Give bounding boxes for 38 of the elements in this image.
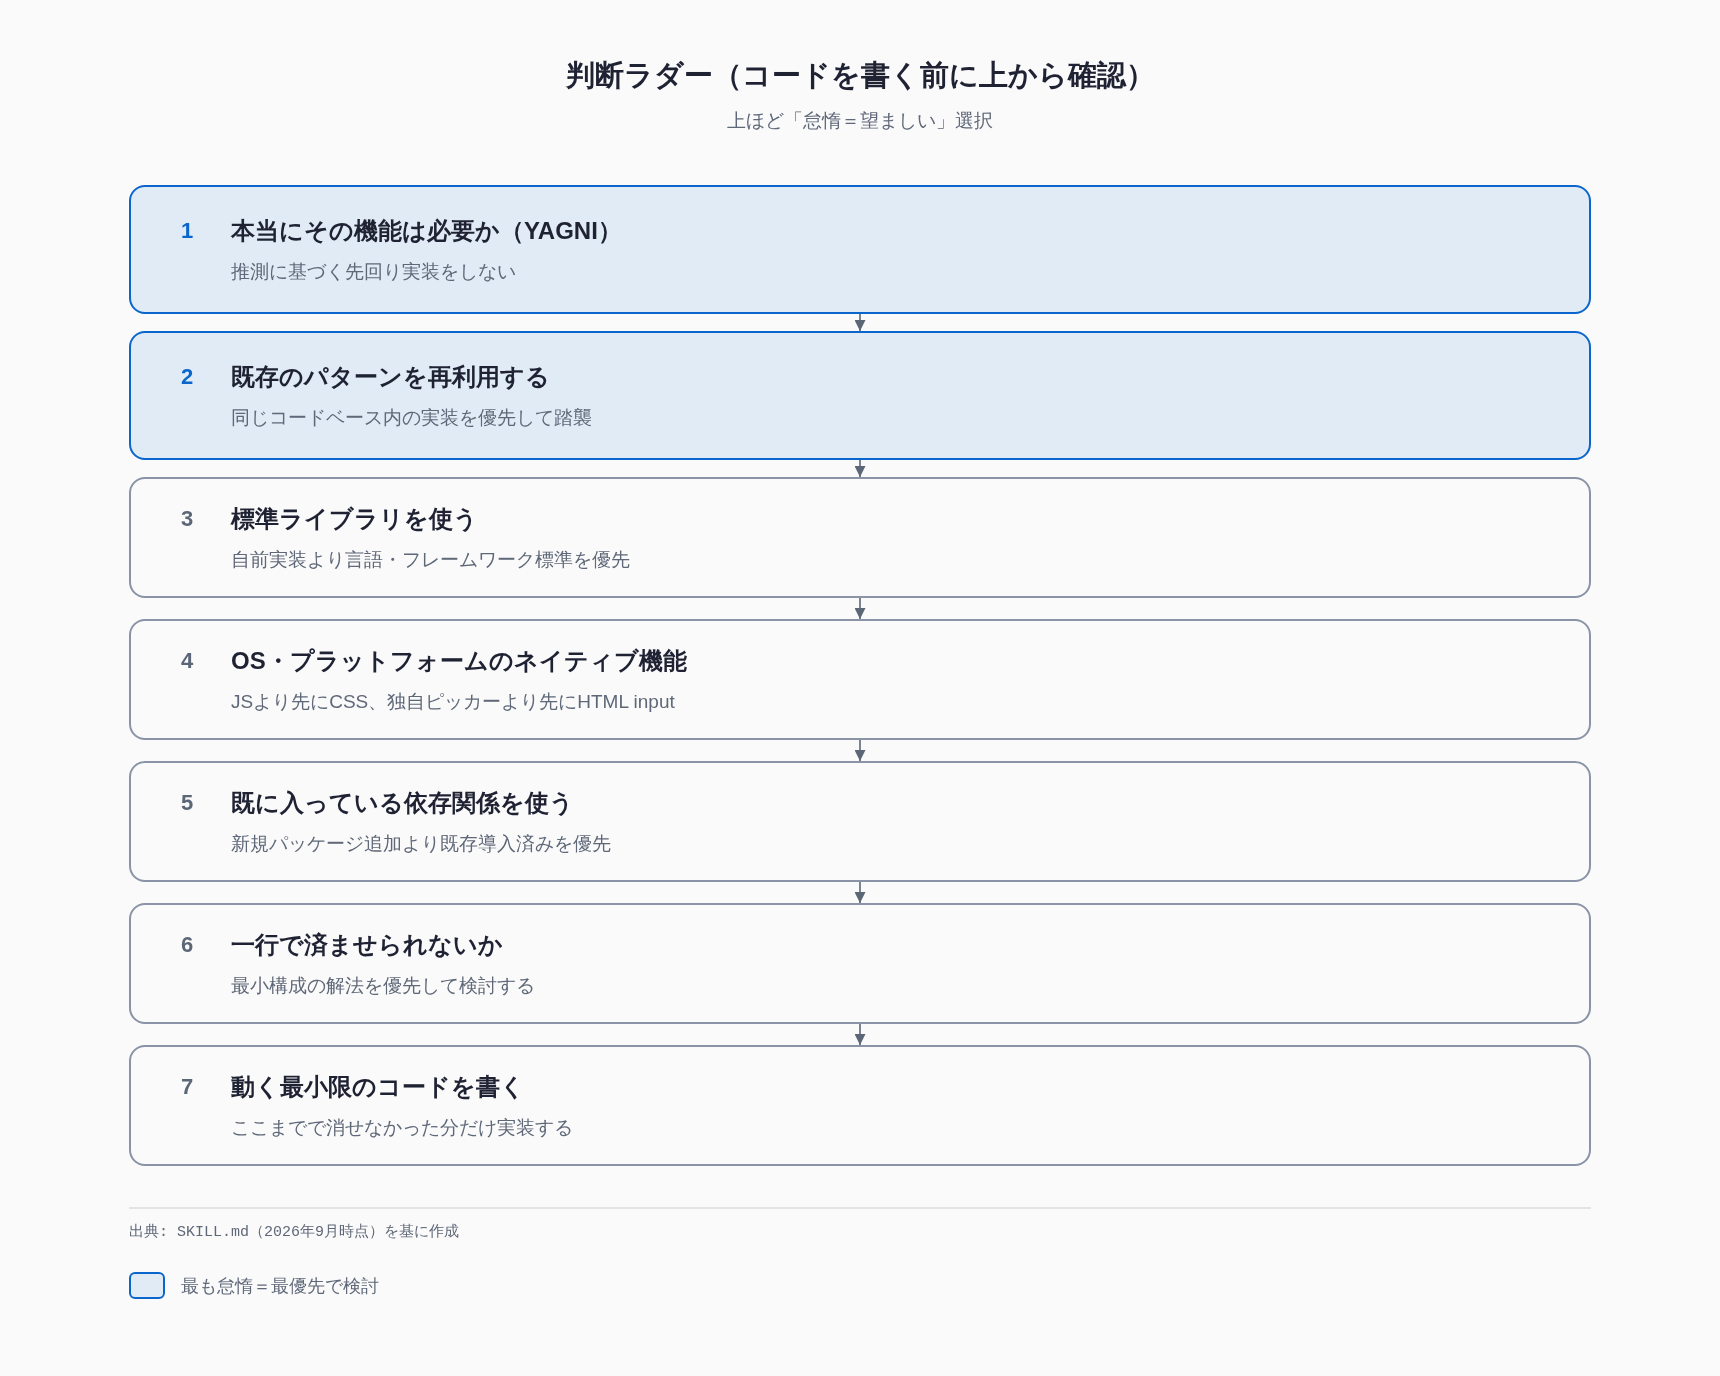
- step-number: 2: [181, 363, 194, 390]
- step-card: [129, 477, 1591, 598]
- step-title: OS・プラットフォームのネイティブ機能: [231, 645, 687, 676]
- arrow: [854, 597, 866, 620]
- step-title: 既存のパターンを再利用する: [231, 361, 550, 392]
- step-number: 7: [181, 1073, 194, 1100]
- step-description: 同じコードベース内の実装を優先して踏襲: [231, 405, 592, 430]
- step-title: 既に入っている依存関係を使う: [231, 787, 574, 818]
- step-number: 6: [181, 931, 194, 958]
- step-description: 推測に基づく先回り実装をしない: [231, 259, 516, 284]
- step-card: [129, 903, 1591, 1024]
- step-number: 5: [181, 789, 194, 816]
- step-card: [129, 619, 1591, 740]
- arrow: [854, 1023, 866, 1046]
- step-card: [129, 185, 1591, 314]
- step-title: 本当にその機能は必要か（YAGNI）: [231, 215, 622, 246]
- step-card: [129, 761, 1591, 882]
- step-title: 標準ライブラリを使う: [231, 503, 478, 534]
- step-description: JSより先にCSS、独自ピッカーより先にHTML input: [231, 689, 675, 714]
- diagram-title: 判断ラダー（コードを書く前に上から確認）: [565, 58, 1155, 93]
- arrow: [854, 313, 866, 332]
- step-description: 新規パッケージ追加より既存導入済みを優先: [231, 831, 611, 856]
- legend-label: 最も怠惰＝最優先で検討: [181, 1274, 379, 1298]
- arrow: [854, 459, 866, 478]
- arrow: [854, 881, 866, 904]
- step-number: 3: [181, 505, 194, 532]
- step-description: 自前実装より言語・フレームワーク標準を優先: [231, 547, 630, 572]
- source-note: 出典: SKILL.md（2026年9月時点）を基に作成: [129, 1222, 460, 1241]
- step-description: ここまでで消せなかった分だけ実装する: [231, 1115, 573, 1140]
- step-description: 最小構成の解法を優先して検討する: [231, 973, 535, 998]
- step-title: 動く最小限のコードを書く: [231, 1071, 525, 1102]
- step-card: [129, 1045, 1591, 1166]
- step-card: [129, 331, 1591, 460]
- arrow: [854, 739, 866, 762]
- step-number: 1: [181, 217, 194, 244]
- step-title: 一行で済ませられないか: [231, 929, 503, 960]
- step-number: 4: [181, 647, 194, 674]
- subtitle: 上ほど「怠惰＝望ましい」選択: [727, 109, 993, 133]
